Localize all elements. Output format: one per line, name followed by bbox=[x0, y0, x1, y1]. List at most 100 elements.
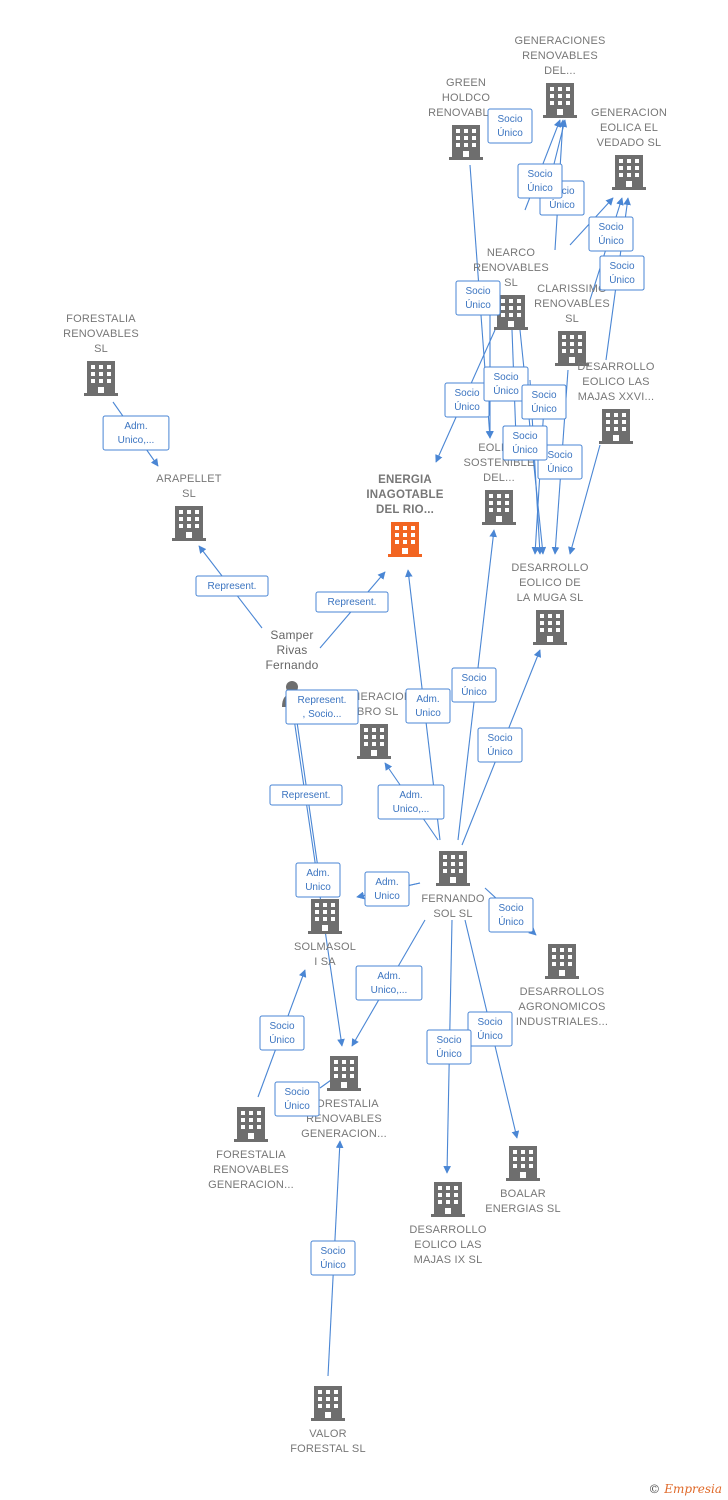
relation-badge-text: Socio bbox=[269, 1021, 294, 1032]
relation-badge-text: Único bbox=[487, 745, 513, 758]
building-icon bbox=[436, 851, 470, 886]
node-label: DESARROLLOS bbox=[520, 986, 605, 998]
relation-badge-text: Único bbox=[609, 273, 635, 286]
relation-badge-text: Único bbox=[527, 181, 553, 194]
node-label: DESARROLLO bbox=[577, 361, 654, 373]
node-label: EOLICA EL bbox=[600, 122, 658, 134]
node-label: FORESTALIA bbox=[216, 1149, 286, 1161]
node-label: Rivas bbox=[276, 643, 307, 657]
node-label: I SA bbox=[314, 956, 336, 968]
node-forestalia-gen-a[interactable]: FORESTALIARENOVABLESGENERACION... bbox=[208, 1107, 294, 1191]
building-icon bbox=[234, 1107, 268, 1142]
node-label: RENOVABLES bbox=[534, 298, 610, 310]
relation-badge-text: Socio bbox=[477, 1017, 502, 1028]
node-label: VEDADO SL bbox=[597, 137, 662, 149]
relation-badge-text: Único bbox=[598, 234, 624, 247]
badges-layer: SocioÚnicoSocioÚnicoSocioÚnicoSocioÚnico… bbox=[102, 108, 645, 1276]
relation-badge-text: Único bbox=[269, 1033, 295, 1046]
relation-badge[interactable]: Adm.Unico,... bbox=[355, 965, 423, 1001]
relation-badge-text: Único bbox=[320, 1258, 346, 1271]
node-label: Samper bbox=[270, 628, 313, 642]
relation-badge[interactable]: Adm.Unico bbox=[295, 862, 341, 898]
node-gen-ren-del[interactable]: GENERACIONESRENOVABLESDEL... bbox=[514, 35, 605, 118]
relation-badge[interactable]: Adm.Unico,... bbox=[102, 415, 170, 451]
node-solmasol[interactable]: SOLMASOL I SA bbox=[294, 899, 356, 968]
node-label: SL bbox=[94, 343, 108, 355]
node-label: FORESTALIA bbox=[66, 313, 136, 325]
relation-badge-text: Represent. bbox=[298, 695, 347, 706]
node-label: LA MUGA SL bbox=[517, 592, 584, 604]
node-label: MAJAS XXVI... bbox=[578, 391, 655, 403]
relation-badge-text: Adm. bbox=[416, 694, 439, 705]
relation-badge-text: Único bbox=[477, 1029, 503, 1042]
node-label: RENOVABLES bbox=[522, 50, 598, 62]
relation-badge[interactable]: Represent., Socio... bbox=[285, 689, 359, 725]
relation-badge[interactable]: Represent. bbox=[315, 591, 389, 613]
building-icon bbox=[482, 490, 516, 525]
relation-badge[interactable]: Adm.Unico,... bbox=[377, 784, 445, 820]
node-label: FORESTAL SL bbox=[290, 1443, 366, 1455]
relation-badge-text: Unico,... bbox=[118, 435, 155, 446]
relation-badge-text: Único bbox=[461, 685, 487, 698]
node-desarrollos-agronomicos[interactable]: DESARROLLOSAGRONOMICOSINDUSTRIALES... bbox=[516, 944, 608, 1028]
node-label: SOLMASOL bbox=[294, 941, 356, 953]
relation-badge-text: Socio bbox=[498, 903, 523, 914]
building-icon bbox=[84, 361, 118, 396]
relation-badge-text: Único bbox=[531, 402, 557, 415]
relation-badge-text: Socio bbox=[531, 390, 556, 401]
relation-badge-text: Socio bbox=[497, 114, 522, 125]
node-label: RENOVABLES bbox=[213, 1164, 289, 1176]
relation-badge-text: Socio bbox=[436, 1035, 461, 1046]
node-label: RENOVABLES bbox=[306, 1113, 382, 1125]
relation-badge-text: Único bbox=[497, 126, 523, 139]
footer-brand[interactable]: © Empresia bbox=[648, 1482, 722, 1496]
relation-badge-text: Socio bbox=[454, 388, 479, 399]
relation-badge[interactable]: Represent. bbox=[269, 784, 343, 806]
node-label: DESARROLLO bbox=[409, 1224, 486, 1236]
node-forestalia-gen-b[interactable]: FORESTALIARENOVABLESGENERACION... bbox=[301, 1056, 387, 1140]
node-label: INDUSTRIALES... bbox=[516, 1016, 608, 1028]
node-label: INAGOTABLE bbox=[366, 489, 443, 501]
relation-badge-text: Socio bbox=[547, 450, 572, 461]
node-label: EBRO SL bbox=[349, 706, 398, 718]
building-icon bbox=[327, 1056, 361, 1091]
node-label: EOLICO LAS bbox=[414, 1239, 481, 1251]
node-label: FERNANDO bbox=[421, 893, 485, 905]
relation-badge[interactable]: Adm.Unico bbox=[405, 688, 451, 724]
relation-badge[interactable]: Represent. bbox=[195, 575, 269, 597]
relation-badge[interactable]: Adm.Unico bbox=[364, 871, 410, 907]
node-label: DEL... bbox=[483, 472, 515, 484]
